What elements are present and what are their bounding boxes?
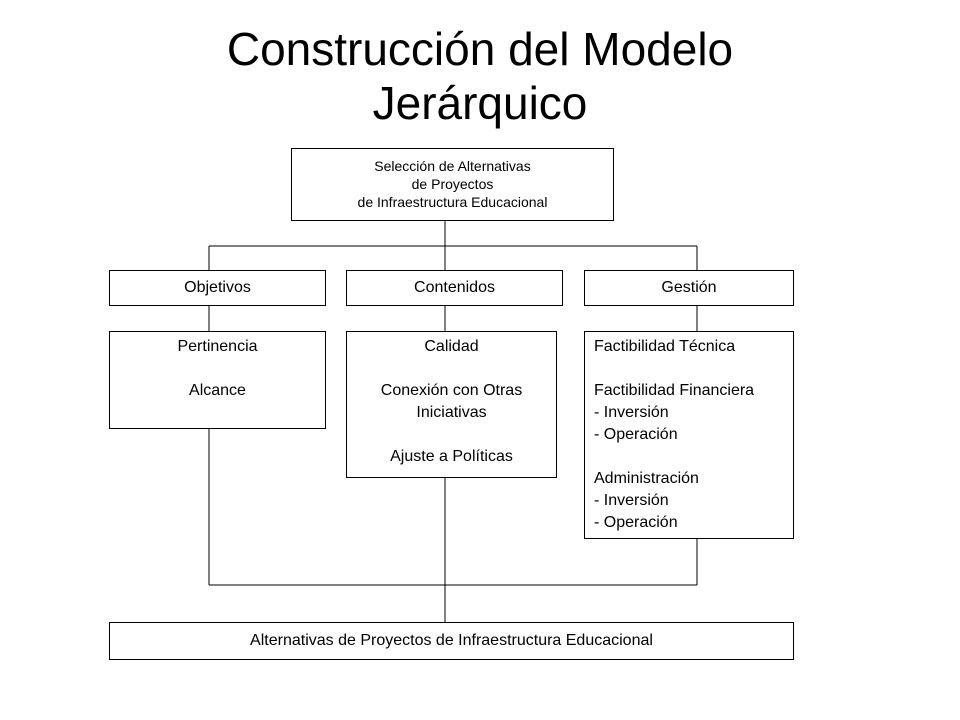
- detail-line: [594, 446, 793, 468]
- detail-line: [347, 358, 556, 380]
- category-label: Contenidos: [414, 279, 495, 296]
- detail-line: Conexión con Otras: [380, 382, 523, 399]
- diagram-title-line-2: Jerárquico: [372, 77, 588, 129]
- detail-line: [110, 358, 325, 380]
- detail-line: - Operación: [594, 514, 678, 531]
- category-label: Objetivos: [184, 279, 251, 296]
- detail-line: - Inversión: [594, 404, 669, 421]
- detail-line: Factibilidad Financiera: [594, 382, 755, 399]
- category-node-gestion: Gestión: [584, 270, 794, 306]
- detail-node-contenidos: Calidad Conexión con Otras Iniciativas A…: [346, 331, 557, 478]
- detail-line: Factibilidad Técnica: [594, 338, 736, 355]
- diagram-title: Construcción del Modelo Jerárquico: [0, 22, 960, 130]
- diagram-title-line-1: Construcción del Modelo: [226, 23, 734, 75]
- detail-line: - Inversión: [594, 492, 669, 509]
- detail-line: Iniciativas: [416, 404, 487, 421]
- root-node: Selección de Alternativas de Proyectos d…: [291, 148, 614, 221]
- detail-line: Pertinencia: [177, 338, 258, 355]
- category-node-contenidos: Contenidos: [346, 270, 563, 306]
- category-node-objetivos: Objetivos: [109, 270, 326, 306]
- detail-line: Ajuste a Políticas: [390, 448, 513, 465]
- detail-line: Calidad: [424, 338, 479, 355]
- detail-node-objetivos: Pertinencia Alcance: [109, 331, 326, 429]
- detail-line: Alcance: [189, 382, 246, 399]
- result-node: Alternativas de Proyectos de Infraestruc…: [109, 622, 794, 660]
- result-label: Alternativas de Proyectos de Infraestruc…: [250, 632, 653, 649]
- detail-node-gestion: Factibilidad Técnica Factibilidad Financ…: [584, 331, 794, 539]
- detail-line: - Operación: [594, 426, 678, 443]
- detail-line: Administración: [594, 470, 699, 487]
- category-label: Gestión: [661, 279, 717, 296]
- root-node-line-1: Selección de Alternativas: [374, 158, 531, 174]
- root-node-line-3: de Infraestructura Educacional: [357, 194, 548, 210]
- root-node-line-2: de Proyectos: [411, 176, 494, 192]
- detail-line: [347, 424, 556, 446]
- detail-line: [594, 358, 793, 380]
